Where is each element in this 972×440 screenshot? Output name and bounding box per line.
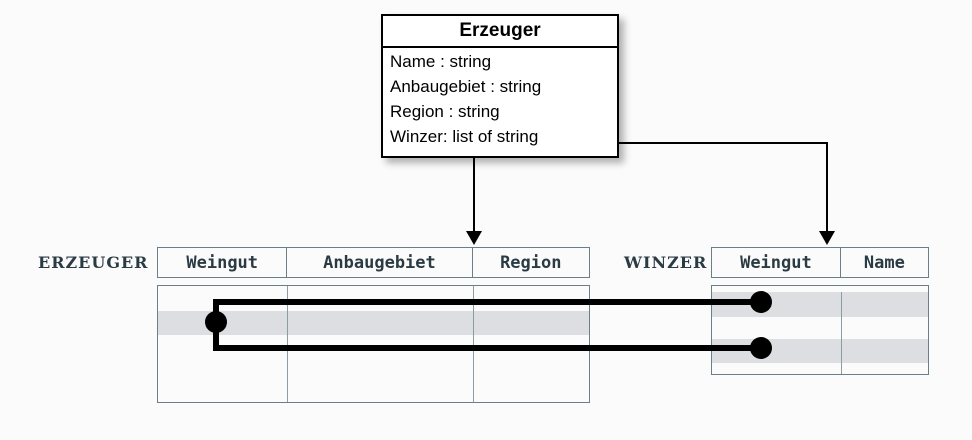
table-cell: [158, 311, 288, 335]
table-cell: [712, 292, 842, 317]
column-header-anbaugebiet: Anbaugebiet: [287, 248, 473, 277]
table-cell: [712, 317, 842, 339]
table-row[interactable]: [158, 286, 589, 311]
table-cell: [288, 368, 474, 402]
table-cell: [842, 339, 928, 363]
table-row[interactable]: [158, 368, 589, 402]
instance-link-dot-erzeuger: [205, 311, 227, 333]
table-row[interactable]: [712, 317, 928, 339]
table-label-winzer: WINZER: [624, 253, 708, 272]
table-label-erzeuger: ERZEUGER: [38, 253, 149, 272]
erzeuger-arrow-shaft: [473, 158, 475, 234]
table-header-winzer: Weingut Name: [711, 247, 929, 278]
column-header-weingut: Weingut: [158, 248, 288, 277]
table-row[interactable]: [712, 363, 928, 374]
column-header-region: Region: [500, 252, 562, 273]
erzeuger-arrow-head: [466, 231, 482, 245]
table-cell: [288, 311, 474, 335]
table-cell: [842, 363, 928, 374]
uml-attribute-name: Name : string: [390, 52, 492, 71]
uml-attribute-winzer: Winzer: list of string: [390, 127, 539, 146]
instance-link-upper: [213, 299, 761, 305]
table-cell: [842, 317, 928, 339]
table-cell: [158, 286, 288, 311]
table-cell: [474, 335, 589, 368]
table-cell: [288, 286, 474, 311]
table-cell: [158, 368, 288, 402]
table-row[interactable]: [158, 335, 589, 368]
column-header-weingut: Weingut: [712, 248, 841, 277]
uml-attribute-region: Region : string: [390, 102, 500, 121]
winzer-arrow-horizontal: [608, 142, 828, 144]
table-header-erzeuger: Weingut Anbaugebiet Region: [157, 247, 590, 278]
instance-link-dot-winzer-row3: [750, 337, 772, 359]
table-cell: [474, 368, 589, 402]
winzer-arrow-shaft: [826, 142, 828, 234]
table-row[interactable]: [712, 339, 928, 363]
column-header-name: Name: [863, 252, 905, 273]
uml-class-box-erzeuger[interactable]: Erzeuger Name : string Anbaugebiet : str…: [381, 14, 619, 158]
table-row[interactable]: [158, 311, 589, 335]
table-cell: [474, 311, 589, 335]
uml-attribute-list: Name : string Anbaugebiet : string Regio…: [383, 48, 617, 149]
instance-link-dot-winzer-row1: [750, 291, 772, 313]
uml-class-name: Erzeuger: [383, 16, 617, 48]
table-cell: [712, 363, 842, 374]
table-cell: [158, 335, 288, 368]
table-cell: [288, 335, 474, 368]
table-cell: [712, 339, 842, 363]
winzer-arrow-head: [819, 231, 835, 245]
uml-attribute-anbaugebiet: Anbaugebiet : string: [390, 77, 542, 96]
instance-link-lower: [213, 345, 761, 351]
table-cell: [842, 292, 928, 317]
